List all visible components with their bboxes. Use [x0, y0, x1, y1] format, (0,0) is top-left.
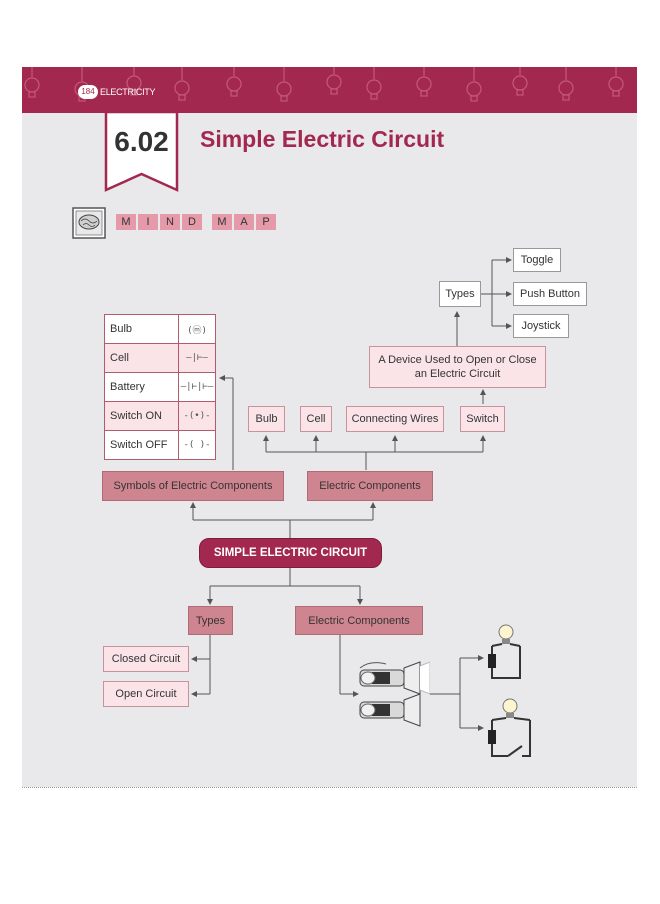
brain-icon [72, 207, 106, 239]
mind-map-letter: P [256, 214, 276, 230]
node-switch-device: A Device Used to Open or Close an Electr… [369, 346, 546, 388]
node-types-top: Types [439, 281, 481, 307]
node-types-bottom: Types [188, 606, 233, 635]
node-simple-electric-circuit: SIMPLE ELECTRIC CIRCUIT [199, 538, 382, 568]
node-cell: Cell [300, 406, 332, 432]
section-number: 6.02 [114, 126, 169, 157]
node-bulb: Bulb [248, 406, 285, 432]
bulb-symbol-icon: (ⓜ) [178, 314, 216, 344]
table-row: Battery —|⊢|⊢— [104, 372, 216, 402]
table-row: Bulb (ⓜ) [104, 314, 216, 344]
node-symbols-of-components: Symbols of Electric Components [102, 471, 284, 501]
mind-map-letter: D [182, 214, 202, 230]
mind-map-label: M I N D M A P [116, 214, 278, 230]
symbol-label: Switch ON [104, 401, 179, 431]
node-joystick: Joystick [513, 314, 569, 338]
mind-map-letter: M [116, 214, 136, 230]
symbol-label: Cell [104, 343, 179, 373]
section-ribbon-icon [104, 112, 179, 192]
header-banner [22, 67, 637, 113]
cell-symbol-icon: —|⊢— [178, 343, 216, 373]
node-closed-circuit: Closed Circuit [103, 646, 189, 672]
open-circuit-icon [488, 698, 531, 757]
node-connecting-wires: Connecting Wires [346, 406, 444, 432]
symbol-label: Switch OFF [104, 430, 179, 460]
switch-on-symbol-icon: -(•)- [178, 401, 216, 431]
symbol-label: Bulb [104, 314, 179, 344]
battery-symbol-icon: —|⊢|⊢— [178, 372, 216, 402]
torch-off-icon [359, 693, 421, 727]
table-row: Cell —|⊢— [104, 343, 216, 373]
table-row: Switch ON -(•)- [104, 401, 216, 431]
symbol-label: Battery [104, 372, 179, 402]
mind-map-letter: A [234, 214, 254, 230]
table-row: Switch OFF -( )- [104, 430, 216, 460]
node-electric-components-top: Electric Components [307, 471, 433, 501]
symbols-table: Bulb (ⓜ) Cell —|⊢— Battery —|⊢|⊢— Switch… [104, 314, 216, 460]
mind-map-letter: N [160, 214, 180, 230]
node-toggle: Toggle [513, 248, 561, 272]
chapter-title: ELECTRICITY [100, 87, 156, 97]
closed-circuit-icon [488, 624, 521, 679]
mind-map-letter: I [138, 214, 158, 230]
node-open-circuit: Open Circuit [103, 681, 189, 707]
footer-rule [22, 787, 637, 788]
torch-images-icon [359, 661, 430, 727]
switch-off-symbol-icon: -( )- [178, 430, 216, 460]
page-number: 184 [78, 85, 98, 99]
torch-on-icon [359, 661, 430, 695]
section-title: Simple Electric Circuit [200, 126, 445, 152]
node-push-button: Push Button [513, 282, 587, 306]
node-electric-components-bottom: Electric Components [295, 606, 423, 635]
mind-map-letter: M [212, 214, 232, 230]
node-switch: Switch [460, 406, 505, 432]
